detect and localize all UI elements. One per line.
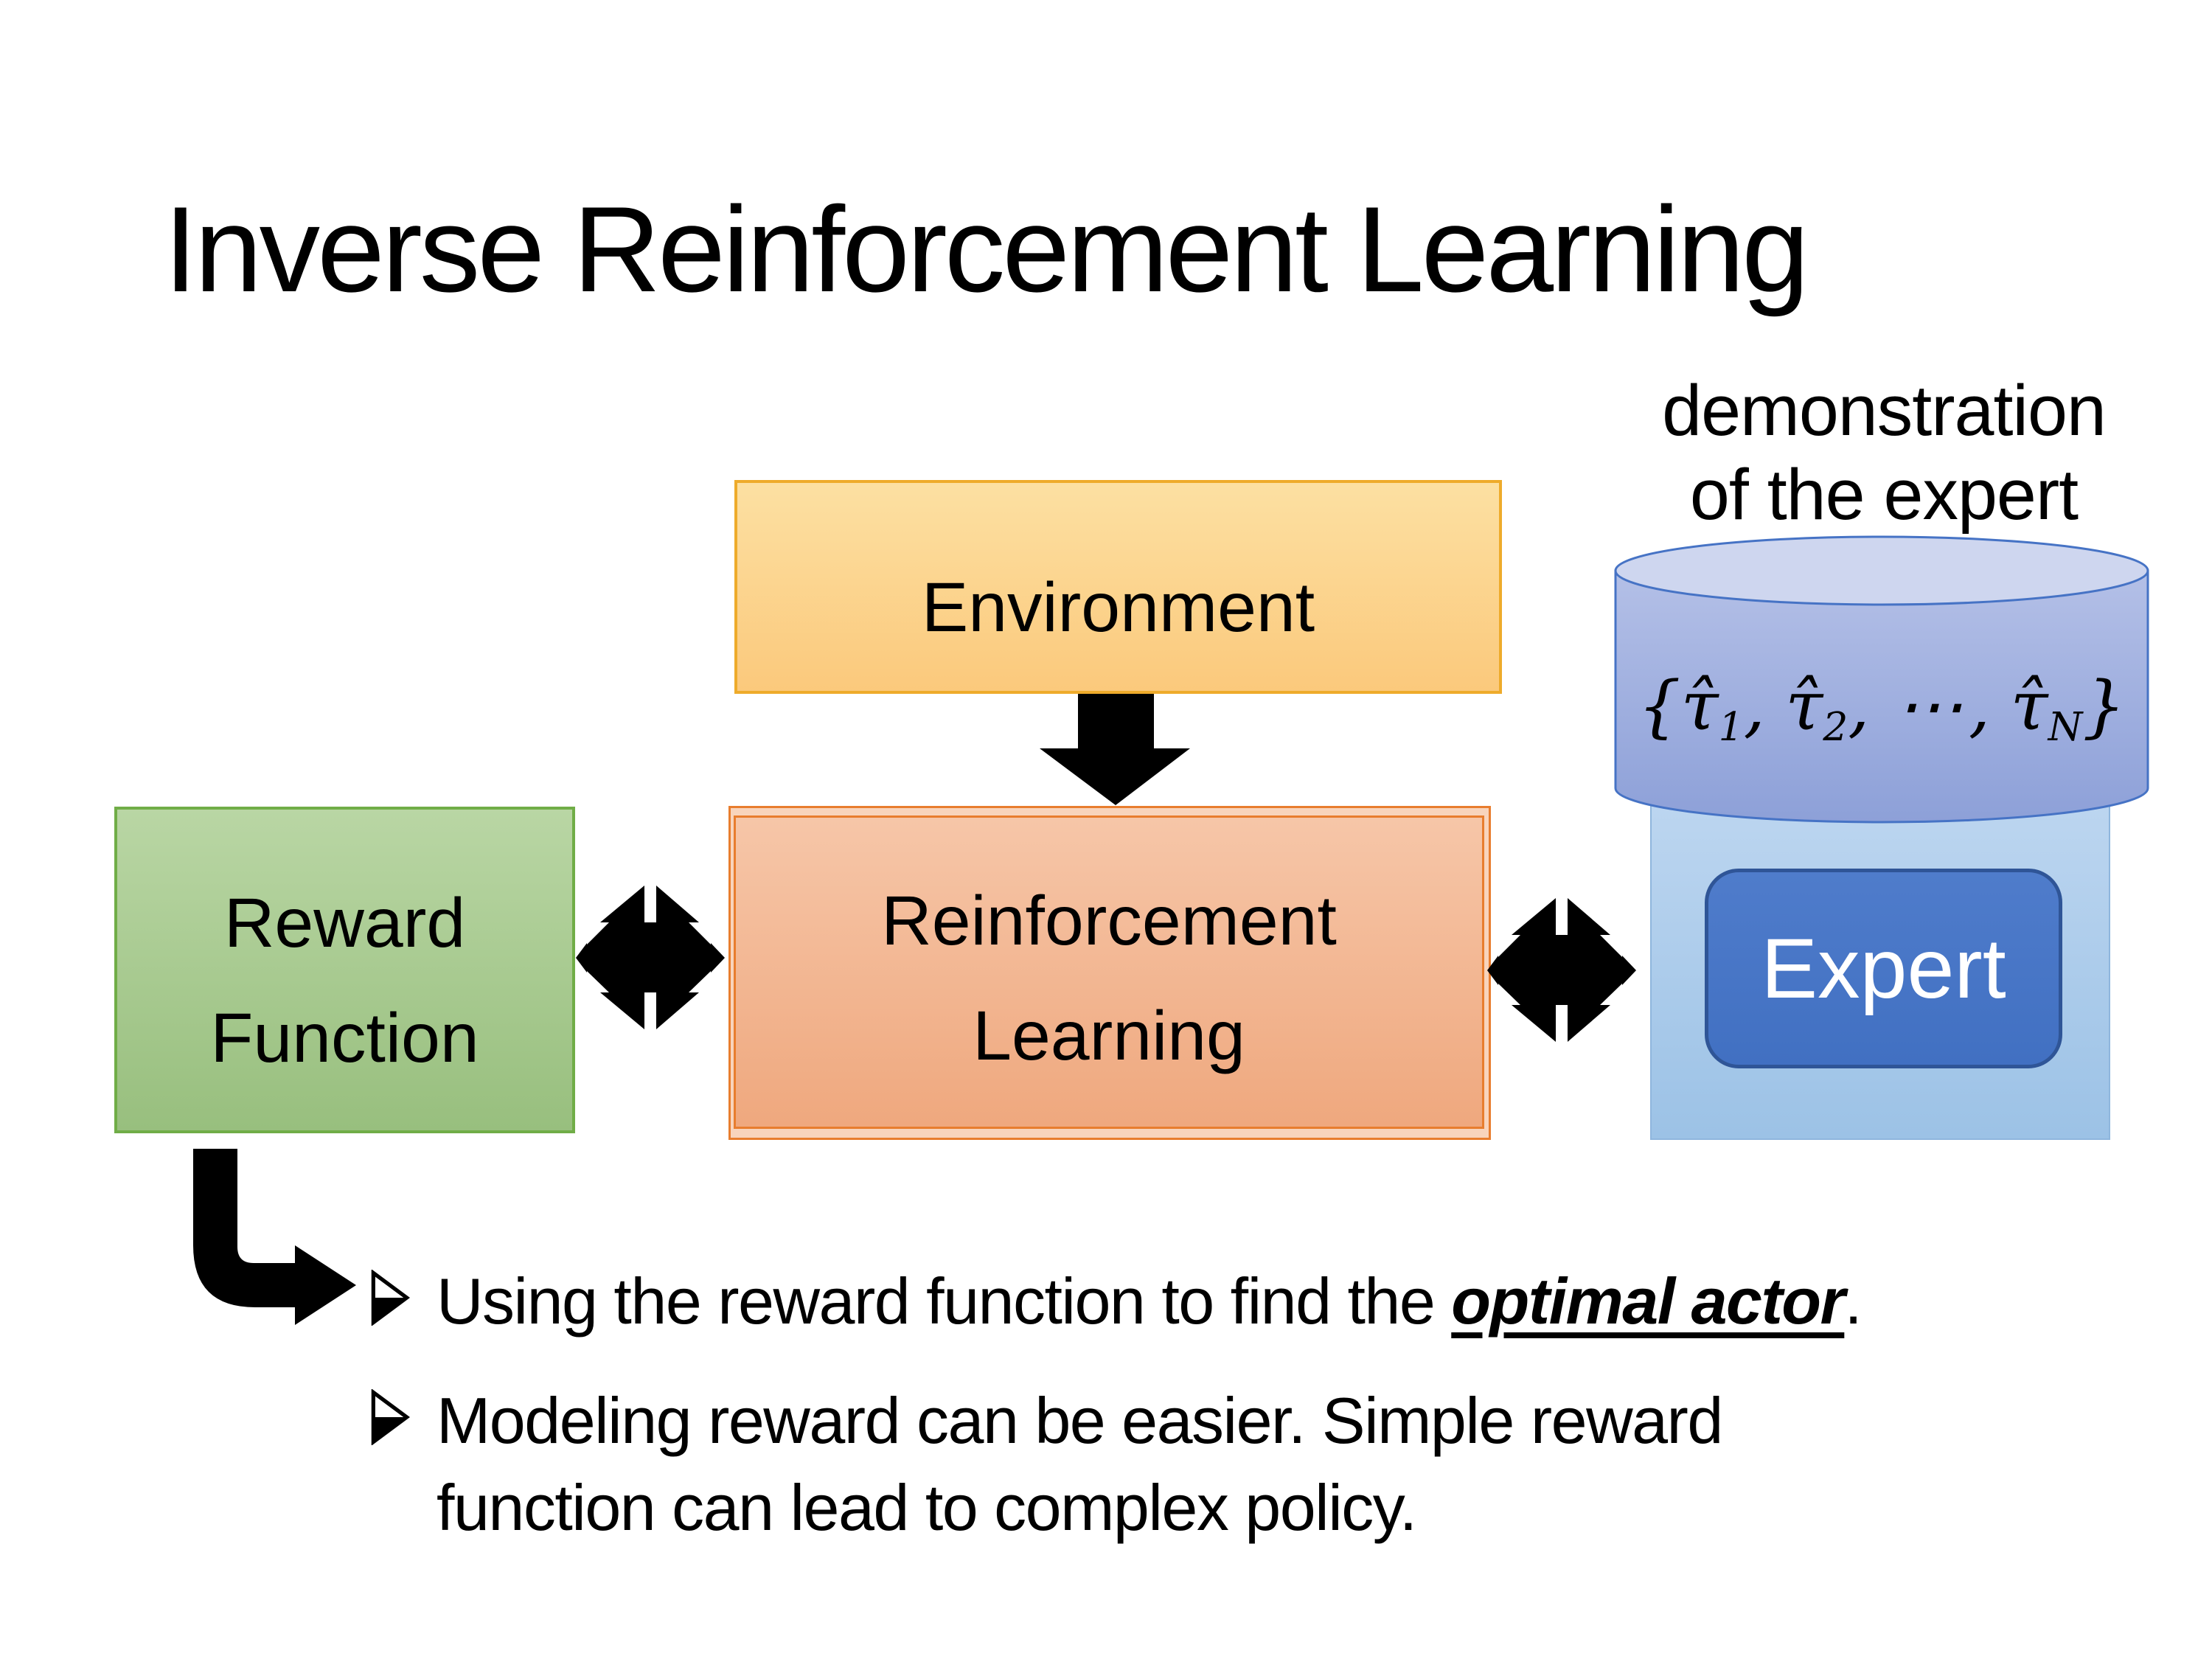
math-ellipsis: ⋯ <box>1895 667 1964 745</box>
reward-function-label-line-2: Function <box>210 998 479 1077</box>
math-close-brace: } <box>2082 667 2126 745</box>
reward-function-label-line-1: Reward <box>223 883 466 962</box>
down-arrow-icon <box>1040 694 1190 805</box>
bullet-2-text: Modeling reward can be easier. Simple re… <box>437 1377 1723 1551</box>
math-tau-2: τ̂ <box>1785 667 1823 745</box>
bullet-item-1: Using the reward function to find the op… <box>370 1258 1863 1345</box>
reinforcement-learning-label-line-2: Learning <box>973 996 1245 1075</box>
math-tau-1: τ̂ <box>1680 667 1719 745</box>
bullet-2-line-2: function can lead to complex policy. <box>437 1470 1417 1544</box>
environment-box: Environment <box>734 480 1502 694</box>
math-tau-n: τ̂ <box>2010 667 2048 745</box>
reward-function-box: Reward Function <box>114 807 575 1133</box>
environment-label: Environment <box>921 568 1315 647</box>
math-sub-n: N <box>2048 703 2083 750</box>
bullet-1-prefix: Using the reward function to find the <box>437 1265 1452 1338</box>
bullet-1-text: Using the reward function to find the op… <box>437 1258 1863 1345</box>
bullet-item-2: Modeling reward can be easier. Simple re… <box>370 1377 1723 1551</box>
bullet-1-suffix: . <box>1844 1265 1862 1338</box>
caption-line-1: demonstration <box>1662 370 2107 451</box>
math-open-brace: { <box>1638 667 1681 745</box>
arrow-bullet-icon <box>370 1270 410 1326</box>
exchange-arrow-left-icon <box>576 885 725 1032</box>
math-sub-1: 1 <box>1718 703 1744 750</box>
expert-box: Expert <box>1705 869 2062 1068</box>
math-comma-1: , <box>1743 667 1765 745</box>
reinforcement-learning-box: Reinforcement Learning <box>728 806 1491 1140</box>
page-title: Inverse Reinforcement Learning <box>164 181 1809 317</box>
demonstration-caption: demonstration of the expert <box>1585 369 2183 538</box>
expert-label: Expert <box>1761 921 2006 1016</box>
arrow-bullet-icon <box>370 1389 410 1445</box>
elbow-arrow-icon <box>193 1149 356 1325</box>
math-sub-2: 2 <box>1823 703 1848 750</box>
trajectory-set-label: {τ̂1,τ̂2,⋯,τ̂N} <box>1613 662 2150 752</box>
reinforcement-learning-box-inner: Reinforcement Learning <box>734 815 1484 1129</box>
caption-line-2: of the expert <box>1689 454 2079 535</box>
bullet-2-line-1: Modeling reward can be easier. Simple re… <box>437 1384 1723 1457</box>
database-cylinder-icon <box>1613 533 2150 827</box>
reinforcement-learning-label-line-1: Reinforcement <box>881 881 1337 960</box>
bullet-1-emphasis: optimal actor <box>1451 1265 1846 1338</box>
math-comma-3: , <box>1968 667 1991 745</box>
exchange-arrow-right-icon <box>1487 897 1636 1045</box>
math-comma-2: , <box>1848 667 1870 745</box>
